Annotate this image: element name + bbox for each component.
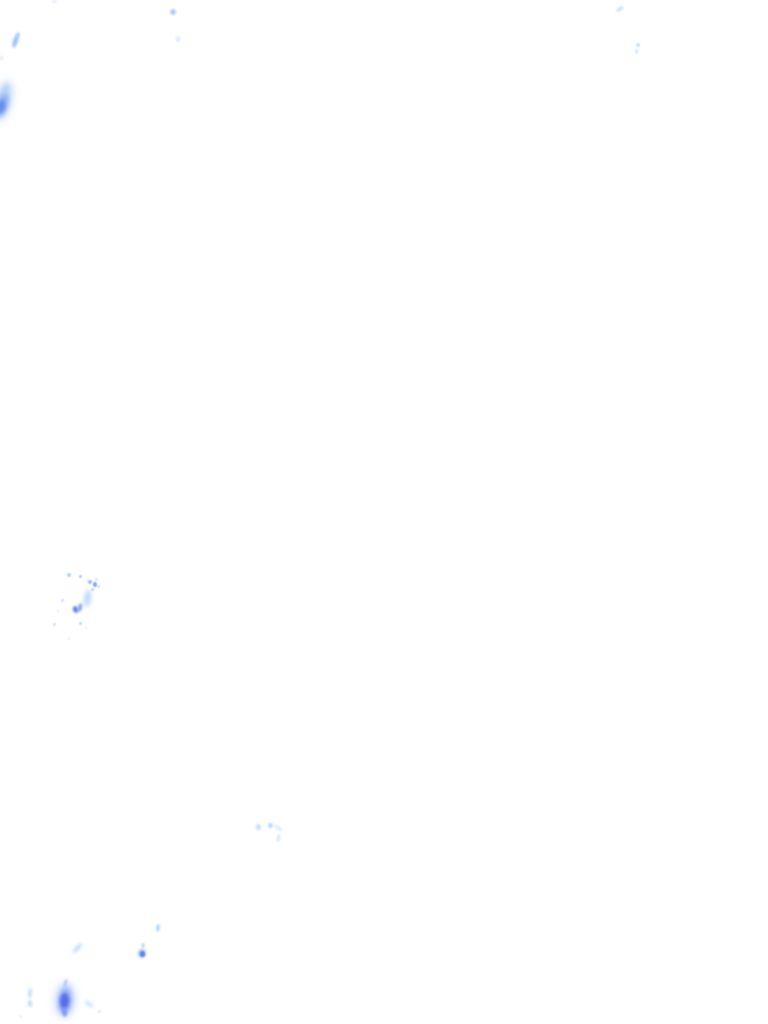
ink-splatter-speck-top-edge: [52, 0, 57, 3]
ink-splatter-c-dash: [276, 833, 281, 843]
ink-splatter-ml-dot-1: [67, 573, 71, 577]
ink-splatter-ml-cluster-c: [91, 588, 94, 591]
ink-splatter-bl-dot-1: [27, 999, 33, 1008]
ink-splatter-left-smudge-halo: [0, 78, 18, 124]
ink-splatter-ml-dot-3: [61, 599, 64, 602]
ink-splatter-tr-dot-1: [636, 43, 640, 47]
ink-splatter-left-smudge-core: [0, 99, 7, 114]
ink-splatter-ml-speck-3: [85, 627, 87, 629]
ink-splatter-ml-dark-2: [76, 602, 84, 613]
ink-splatter-bl-blob-core: [59, 992, 70, 1010]
ink-splatter-ml-cluster-e: [95, 578, 98, 581]
ink-splatter-bl-blob-tail: [61, 1006, 68, 1018]
ink-splatter-bl-blob-spike: [63, 978, 68, 988]
ink-splatter-b-dot-2-core: [140, 951, 145, 957]
ink-splatter-b-dash-1: [155, 923, 161, 933]
ink-splatter-edge-speck: [0, 56, 3, 60]
ink-splatter-b-dot-1: [141, 943, 145, 948]
ink-splatter-c-dot-2: [268, 823, 273, 828]
ink-splatter-ml-speck-4: [68, 637, 70, 640]
ink-splatter-left-smudge-top: [0, 83, 12, 97]
ink-splatter-ml-cluster-b: [93, 582, 97, 587]
ink-splatter-dot-top-faint: [176, 36, 180, 42]
ink-splatter-bl-speck-1: [98, 1010, 101, 1013]
ink-splatter-ml-dark-1: [72, 605, 79, 614]
ink-splatter-hook-top-left-tip: [16, 32, 20, 37]
ink-splatter-ml-speck-2: [53, 623, 56, 626]
ink-splatter-ml-cluster-a: [88, 580, 92, 584]
ink-splatter-ml-smudge: [82, 589, 93, 608]
ink-splatter-bl-blob-halo: [52, 981, 78, 1019]
ink-splatter-hook-top-left: [10, 33, 21, 49]
ink-splatter-ml-dot-4: [79, 622, 82, 625]
ink-splatter-bl-blob-mid: [56, 986, 74, 1015]
ink-splatter-left-smudge-mid: [0, 90, 12, 120]
ink-splatter-c-dot-1: [256, 824, 261, 830]
ink-splatter-ml-speck-1: [57, 610, 59, 612]
ink-splatter-ml-dot-2: [79, 575, 82, 578]
ink-splatter-bl-speck-2: [19, 1015, 22, 1018]
ink-splatter-bl-dash-1: [27, 987, 33, 999]
ink-splatter-tr-slash: [615, 5, 625, 13]
ink-splatter-tr-dot-2: [635, 49, 638, 54]
ink-splatter-b-diag: [71, 941, 84, 955]
ink-splatter-c-slash: [273, 823, 284, 833]
ink-splatter-bl-dash-2: [83, 999, 95, 1009]
ink-splatter-b-dot-2-halo: [138, 949, 146, 958]
ink-splatter-dot-top: [170, 9, 176, 15]
ink-splatter-ml-cluster-d: [97, 585, 100, 588]
